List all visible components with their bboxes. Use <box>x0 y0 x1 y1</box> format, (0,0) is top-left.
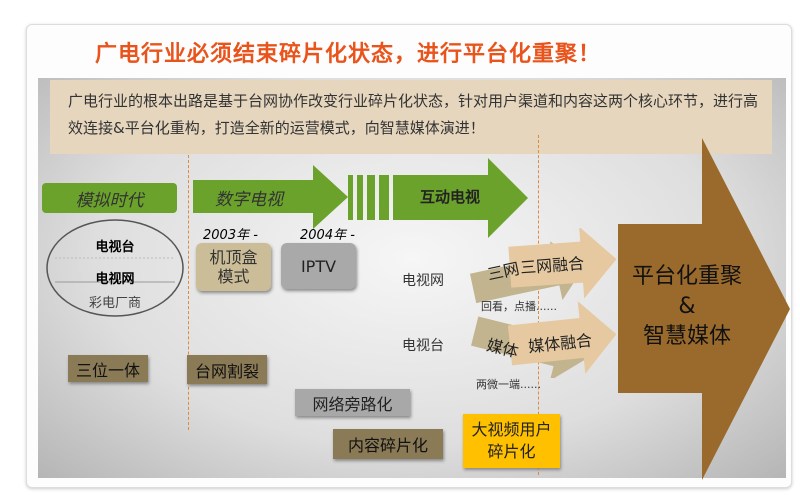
stage-trinity: 三位一体 <box>68 355 148 382</box>
label-tv-station: 电视台 <box>402 338 444 354</box>
weibo-note: 两微一端...... <box>476 378 541 391</box>
final-text: 平台化重聚 & 智慧媒体 <box>622 262 752 352</box>
year-2003: 2003年 - <box>203 228 258 243</box>
final-arrow <box>618 138 790 480</box>
divider-1 <box>188 155 189 430</box>
convergence-arrows <box>469 228 617 378</box>
divider-2 <box>538 135 539 475</box>
stage-content: 内容碎片化 <box>333 429 443 459</box>
slide-title: 广电行业必须结束碎片化状态，进行平台化重聚！ <box>95 42 602 67</box>
final-amp: & <box>678 294 696 319</box>
ellipse-item-tv-station: 电视台 <box>95 240 135 255</box>
ellipse-item-tv-maker: 彩电厂商 <box>88 296 141 311</box>
stage-split: 台网割裂 <box>187 355 267 384</box>
iptv-box: IPTV <box>281 243 356 289</box>
era-interactive: 互动电视 <box>420 188 481 206</box>
stage-user: 大视频用户碎片化 <box>463 414 560 468</box>
interactive-arrow <box>348 158 528 238</box>
replay-note: 回看，点播...... <box>481 300 557 313</box>
analog-ellipse <box>46 219 184 317</box>
stage-bypass: 网络旁路化 <box>295 389 410 416</box>
intro-text: 广电行业的根本出路是基于台网协作改变行业碎片化状态，针对用户渠道和内容这两个核心… <box>50 80 772 154</box>
digital-arrow <box>193 165 348 229</box>
three-net-convergence: 三网融合 <box>519 253 585 278</box>
era-analog: 模拟时代 <box>42 183 177 213</box>
stb-box: 机顶盒模式 <box>196 243 271 291</box>
final-line2: 智慧媒体 <box>642 324 731 349</box>
ellipse-item-tv-network: 电视网 <box>95 272 135 287</box>
era-digital: 数字电视 <box>215 190 283 210</box>
label-tv-network: 电视网 <box>402 273 444 289</box>
year-2004: 2004年 - <box>300 228 355 243</box>
final-line1: 平台化重聚 <box>631 264 742 289</box>
